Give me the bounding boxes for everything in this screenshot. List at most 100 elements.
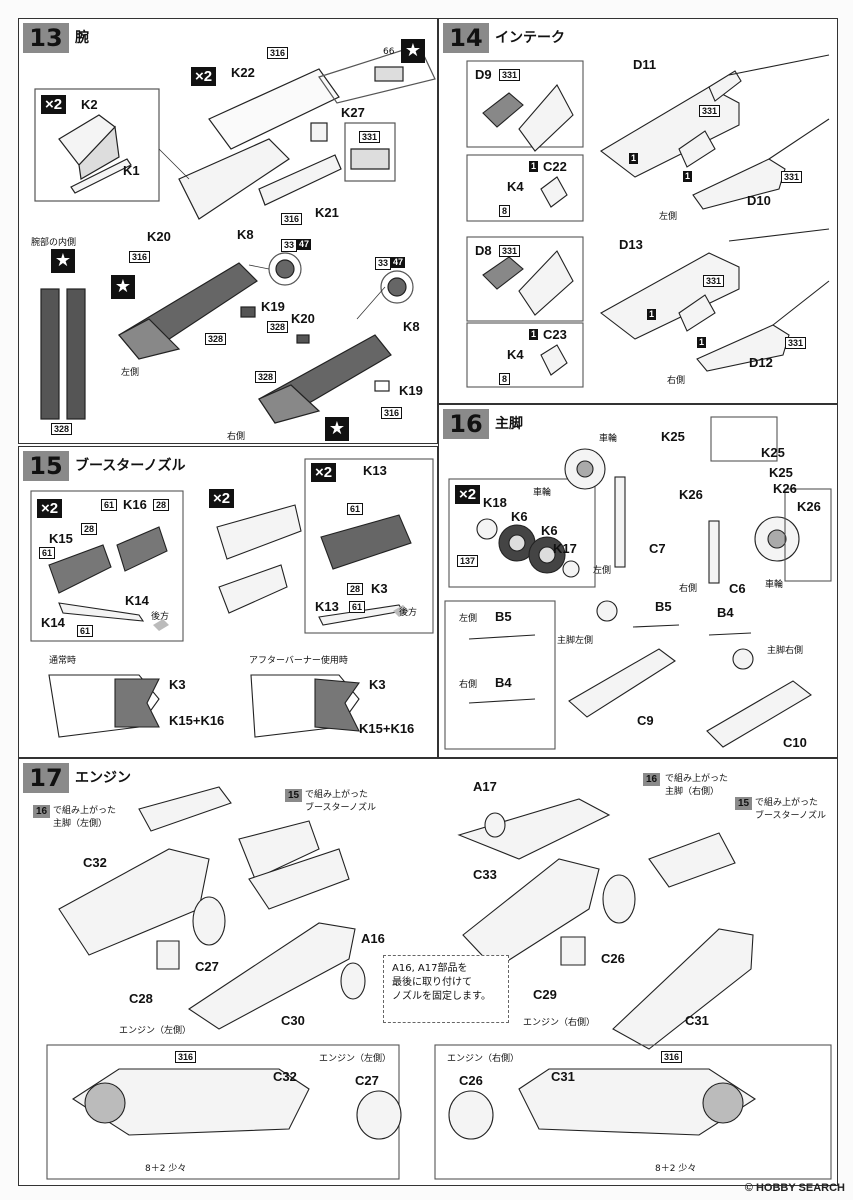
- paint-code: 328: [205, 333, 227, 345]
- part-label: C26: [459, 1073, 483, 1088]
- ref-text: で組み上がった ブースターノズル: [755, 798, 827, 821]
- part-label: D11: [633, 57, 657, 72]
- part-label: K14: [41, 615, 65, 630]
- part-label: K25: [761, 445, 785, 460]
- part-label: C27: [195, 959, 219, 974]
- paint-code: 328: [267, 321, 289, 333]
- arm-parts-drawing: [34, 44, 436, 424]
- step-title: ブースターノズル: [75, 458, 186, 474]
- engine-parts-drawing: [46, 786, 832, 1180]
- part-label: K18: [483, 495, 507, 510]
- part-label: C32: [83, 855, 107, 870]
- part-label: C26: [601, 951, 625, 966]
- part-label: C33: [473, 867, 497, 882]
- part-count: 1: [697, 337, 707, 348]
- side-label: 左側: [459, 614, 478, 624]
- paint-code: 331: [359, 131, 381, 143]
- paint-code: 61: [77, 625, 94, 637]
- part-label: C31: [551, 1069, 575, 1084]
- part-label: D13: [619, 237, 643, 252]
- part-label: B4: [717, 605, 734, 620]
- count-note: 8＋2 少々: [145, 1164, 187, 1174]
- step-ref: 16: [33, 805, 51, 818]
- part-label: K16: [123, 497, 147, 512]
- step-14-intake: 14 インテーク D9 331 D11 331 1: [438, 18, 838, 404]
- part-count: 1: [647, 309, 657, 320]
- part-label: K6: [511, 509, 528, 524]
- step-number: 13: [23, 23, 69, 53]
- direction-label: 後方: [151, 612, 170, 622]
- part-label: C7: [649, 541, 666, 556]
- step-number: 14: [443, 23, 489, 53]
- paint-code: 331: [499, 69, 521, 81]
- part-count: 1: [529, 161, 539, 172]
- part-label: K3: [369, 677, 386, 692]
- step-ref: 15: [735, 797, 753, 810]
- part-label: B4: [495, 675, 512, 690]
- part-count: 1: [629, 153, 639, 164]
- paint-code: 137: [457, 555, 479, 567]
- part-label: D9: [475, 67, 492, 82]
- side-label: 右側: [679, 584, 698, 594]
- count-badge: 8: [499, 373, 511, 385]
- side-label: 左側: [593, 566, 612, 576]
- step-ref: 15: [285, 789, 303, 802]
- step-title: エンジン: [75, 770, 131, 786]
- engine-label: エンジン（右側）: [447, 1054, 520, 1064]
- paint-code: 316: [175, 1051, 197, 1063]
- paint-code: 47: [391, 257, 406, 268]
- part-label: K3: [169, 677, 186, 692]
- part-label: K4: [507, 179, 524, 194]
- paint-code: 61: [347, 503, 364, 515]
- step-number: 17: [23, 763, 69, 793]
- paint-code: 331: [499, 245, 521, 257]
- count-badge: 8: [499, 205, 511, 217]
- part-label: K19: [261, 299, 285, 314]
- wheel-label: 車輪: [533, 488, 552, 498]
- mode-label: アフターバーナー使用時: [249, 656, 348, 666]
- engine-label: エンジン（右側）: [523, 1018, 596, 1028]
- part-label: C30: [281, 1013, 305, 1028]
- step-number: 16: [443, 409, 489, 439]
- wheel-label: 車輪: [765, 580, 784, 590]
- nozzle-parts-drawing: [30, 458, 434, 738]
- star-icon: ★: [325, 417, 349, 441]
- paint-code: 331: [703, 275, 725, 287]
- qty-badge: ×2: [191, 67, 217, 86]
- part-label: C32: [273, 1069, 297, 1084]
- step-title: 腕: [75, 30, 89, 46]
- part-label: C23: [543, 327, 567, 342]
- ref-text: で組み上がった 主脚（左側）: [53, 806, 117, 829]
- paint-code: 28: [153, 499, 170, 511]
- part-label: K15: [49, 531, 73, 546]
- qty-badge: ×2: [209, 489, 235, 508]
- part-label: K2: [81, 97, 98, 112]
- engine-label: エンジン（左側）: [119, 1026, 192, 1036]
- paint-code: 33: [375, 257, 392, 270]
- part-label: K17: [553, 541, 577, 556]
- part-label: C22: [543, 159, 567, 174]
- part-label: K21: [315, 205, 339, 220]
- ref-text: で組み上がった ブースターノズル: [305, 790, 377, 813]
- part-label: K25: [769, 465, 793, 480]
- part-label: B5: [495, 609, 512, 624]
- paint-code: 316: [661, 1051, 683, 1063]
- paint-code: 47: [297, 239, 312, 250]
- part-label: K6: [541, 523, 558, 538]
- paint-code: 316: [129, 251, 151, 263]
- part-label: K20: [291, 311, 315, 326]
- part-label: K8: [237, 227, 254, 242]
- paint-code: 61: [101, 499, 118, 511]
- part-count: 1: [529, 329, 539, 340]
- side-label: 右側: [459, 680, 478, 690]
- part-label: K26: [679, 487, 703, 502]
- inner-label: 腕部の内側: [31, 238, 77, 248]
- part-label: K25: [661, 429, 685, 444]
- part-label: K27: [341, 105, 365, 120]
- step-title: 主脚: [495, 416, 523, 432]
- step-title: インテーク: [495, 30, 565, 46]
- paint-code: 316: [281, 213, 303, 225]
- engine-label: エンジン（左側）: [319, 1054, 392, 1064]
- part-label: K19: [399, 383, 423, 398]
